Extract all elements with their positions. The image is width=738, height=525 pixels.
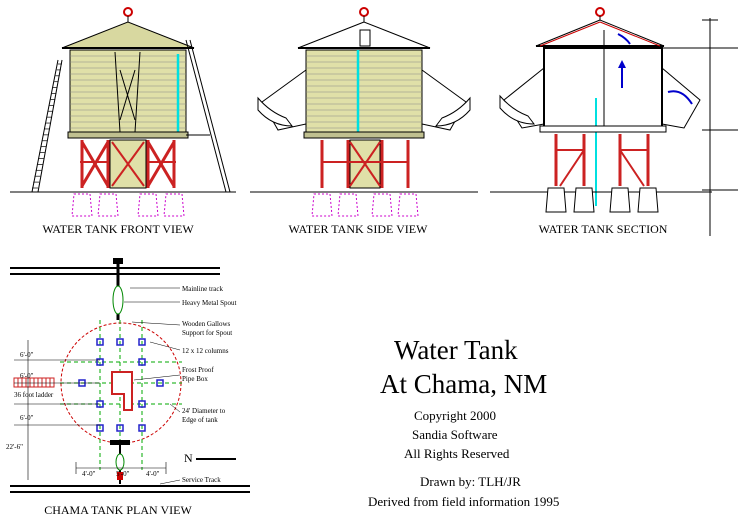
side-trestle bbox=[320, 140, 410, 188]
footing bbox=[163, 193, 185, 217]
column-square bbox=[138, 400, 146, 408]
section-view-caption: WATER TANK SECTION bbox=[539, 222, 668, 236]
section-tank-wall bbox=[543, 47, 663, 129]
column-square bbox=[138, 358, 146, 366]
title-block: Water Tank At Chama, NM Copyright 2000 S… bbox=[368, 335, 559, 509]
side-view-caption: WATER TANK SIDE VIEW bbox=[289, 222, 429, 236]
dim-4: 22'-6" bbox=[6, 443, 23, 451]
north-label: N bbox=[184, 451, 193, 465]
column-square bbox=[138, 338, 146, 346]
section-roof bbox=[535, 19, 665, 47]
note-service: Service Track bbox=[182, 476, 221, 484]
side-lifting-ring-icon bbox=[359, 7, 369, 17]
lifting-ring-icon bbox=[123, 7, 133, 17]
footing bbox=[97, 193, 119, 217]
plan-dimension-lines bbox=[14, 340, 167, 480]
title-line-2: At Chama, NM bbox=[380, 369, 547, 399]
note-diameter-1: 24' Diameter to bbox=[182, 407, 226, 415]
front-view: WATER TANK FRONT VIEW bbox=[10, 7, 236, 236]
side-view: WATER TANK SIDE VIEW bbox=[250, 7, 478, 236]
dim-b2: 5'-0" bbox=[116, 470, 130, 478]
column-square bbox=[116, 338, 124, 346]
note-mainline: Mainline track bbox=[182, 285, 224, 293]
section-view: WATER TANK SECTION bbox=[490, 7, 738, 236]
title-line-1: Water Tank bbox=[394, 335, 518, 365]
company-text: Sandia Software bbox=[412, 427, 498, 442]
footing bbox=[337, 193, 359, 217]
dim-b3: 4'-0" bbox=[146, 470, 160, 478]
footing bbox=[397, 193, 419, 217]
footing bbox=[371, 193, 393, 217]
footing bbox=[573, 187, 595, 213]
section-trestle bbox=[554, 134, 650, 187]
note-ladder: 36 foot ladder bbox=[14, 391, 54, 399]
column-square bbox=[96, 358, 104, 366]
footing bbox=[137, 193, 159, 217]
dim-b1: 4'-0" bbox=[82, 470, 96, 478]
column-square bbox=[116, 424, 124, 432]
front-roof bbox=[61, 21, 195, 49]
derived-text: Derived from field information 1995 bbox=[368, 494, 559, 509]
dim-3: 6'-0" bbox=[20, 414, 34, 422]
note-frost-2: Pipe Box bbox=[182, 375, 208, 383]
dim-1: 6'-0" bbox=[20, 351, 34, 359]
column-square bbox=[138, 424, 146, 432]
frost-proof-pipe-box bbox=[111, 371, 133, 411]
rights-text: All Rights Reserved bbox=[404, 446, 510, 461]
footing bbox=[609, 187, 631, 213]
front-trestle bbox=[80, 140, 176, 188]
heavy-metal-spout bbox=[112, 285, 124, 315]
drawn-by-text: Drawn by: TLH/JR bbox=[420, 474, 521, 489]
column-square bbox=[96, 338, 104, 346]
footing bbox=[637, 187, 659, 213]
footing bbox=[71, 193, 93, 217]
note-frost-1: Frost Proof bbox=[182, 366, 214, 374]
section-lifting-ring-icon bbox=[595, 7, 605, 17]
note-gallows-1: Wooden Gallows bbox=[182, 320, 231, 328]
note-diameter-2: Edge of tank bbox=[182, 416, 218, 424]
footing bbox=[311, 193, 333, 217]
front-view-caption: WATER TANK FRONT VIEW bbox=[42, 222, 194, 236]
note-spout: Heavy Metal Spout bbox=[182, 299, 236, 307]
footing bbox=[545, 187, 567, 213]
spout-flow-arrow-icon bbox=[667, 90, 693, 105]
plan-view-caption: CHAMA TANK PLAN VIEW bbox=[44, 503, 192, 517]
plan-view: N Mainline track Heavy Metal Spout Woode… bbox=[6, 258, 250, 517]
note-columns: 12 x 12 columns bbox=[182, 347, 229, 355]
dim-2: 6'-0" bbox=[20, 372, 34, 380]
copyright-text: Copyright 2000 bbox=[414, 408, 496, 423]
column-square bbox=[156, 379, 164, 387]
note-gallows-2: Support for Spout bbox=[182, 329, 232, 337]
